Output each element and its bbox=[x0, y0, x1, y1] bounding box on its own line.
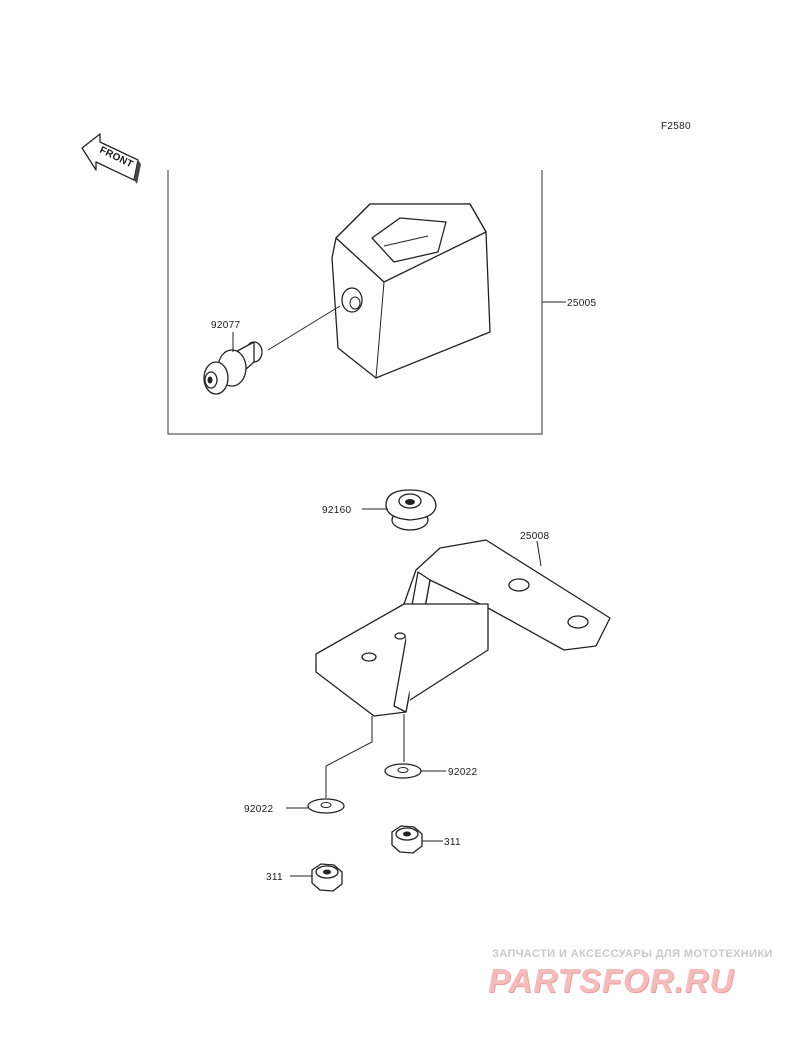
part-25008-bracket bbox=[315, 539, 611, 717]
leader-92022-left-axis bbox=[325, 716, 373, 798]
watermark-tagline: ЗАПЧАСТИ И АКСЕССУАРЫ ДЛЯ МОТОТЕХНИКИ bbox=[492, 948, 773, 960]
label-311-right: 311 bbox=[444, 837, 461, 848]
figure-code: F2580 bbox=[661, 121, 691, 132]
front-arrow-icon: FRONT bbox=[81, 133, 141, 184]
label-92160: 92160 bbox=[322, 505, 351, 516]
part-92022-washer-right bbox=[384, 763, 422, 779]
leader-92077-axis bbox=[267, 305, 341, 351]
part-25005-housing bbox=[331, 203, 491, 379]
part-92022-washer-left bbox=[307, 798, 345, 814]
part-311-nut-right bbox=[391, 825, 423, 854]
label-25005: 25005 bbox=[567, 298, 596, 309]
label-92077: 92077 bbox=[211, 320, 240, 331]
label-92022-right: 92022 bbox=[448, 767, 477, 778]
part-92077-fitting bbox=[203, 341, 263, 395]
label-25008: 25008 bbox=[520, 531, 549, 542]
label-92022-left: 92022 bbox=[244, 804, 273, 815]
part-92160-grommet bbox=[385, 489, 437, 531]
label-311-left: 311 bbox=[266, 872, 283, 883]
leader-25008 bbox=[536, 540, 542, 567]
part-311-nut-left bbox=[311, 863, 343, 892]
watermark-logo: PARTSFOR.RU bbox=[488, 962, 735, 999]
